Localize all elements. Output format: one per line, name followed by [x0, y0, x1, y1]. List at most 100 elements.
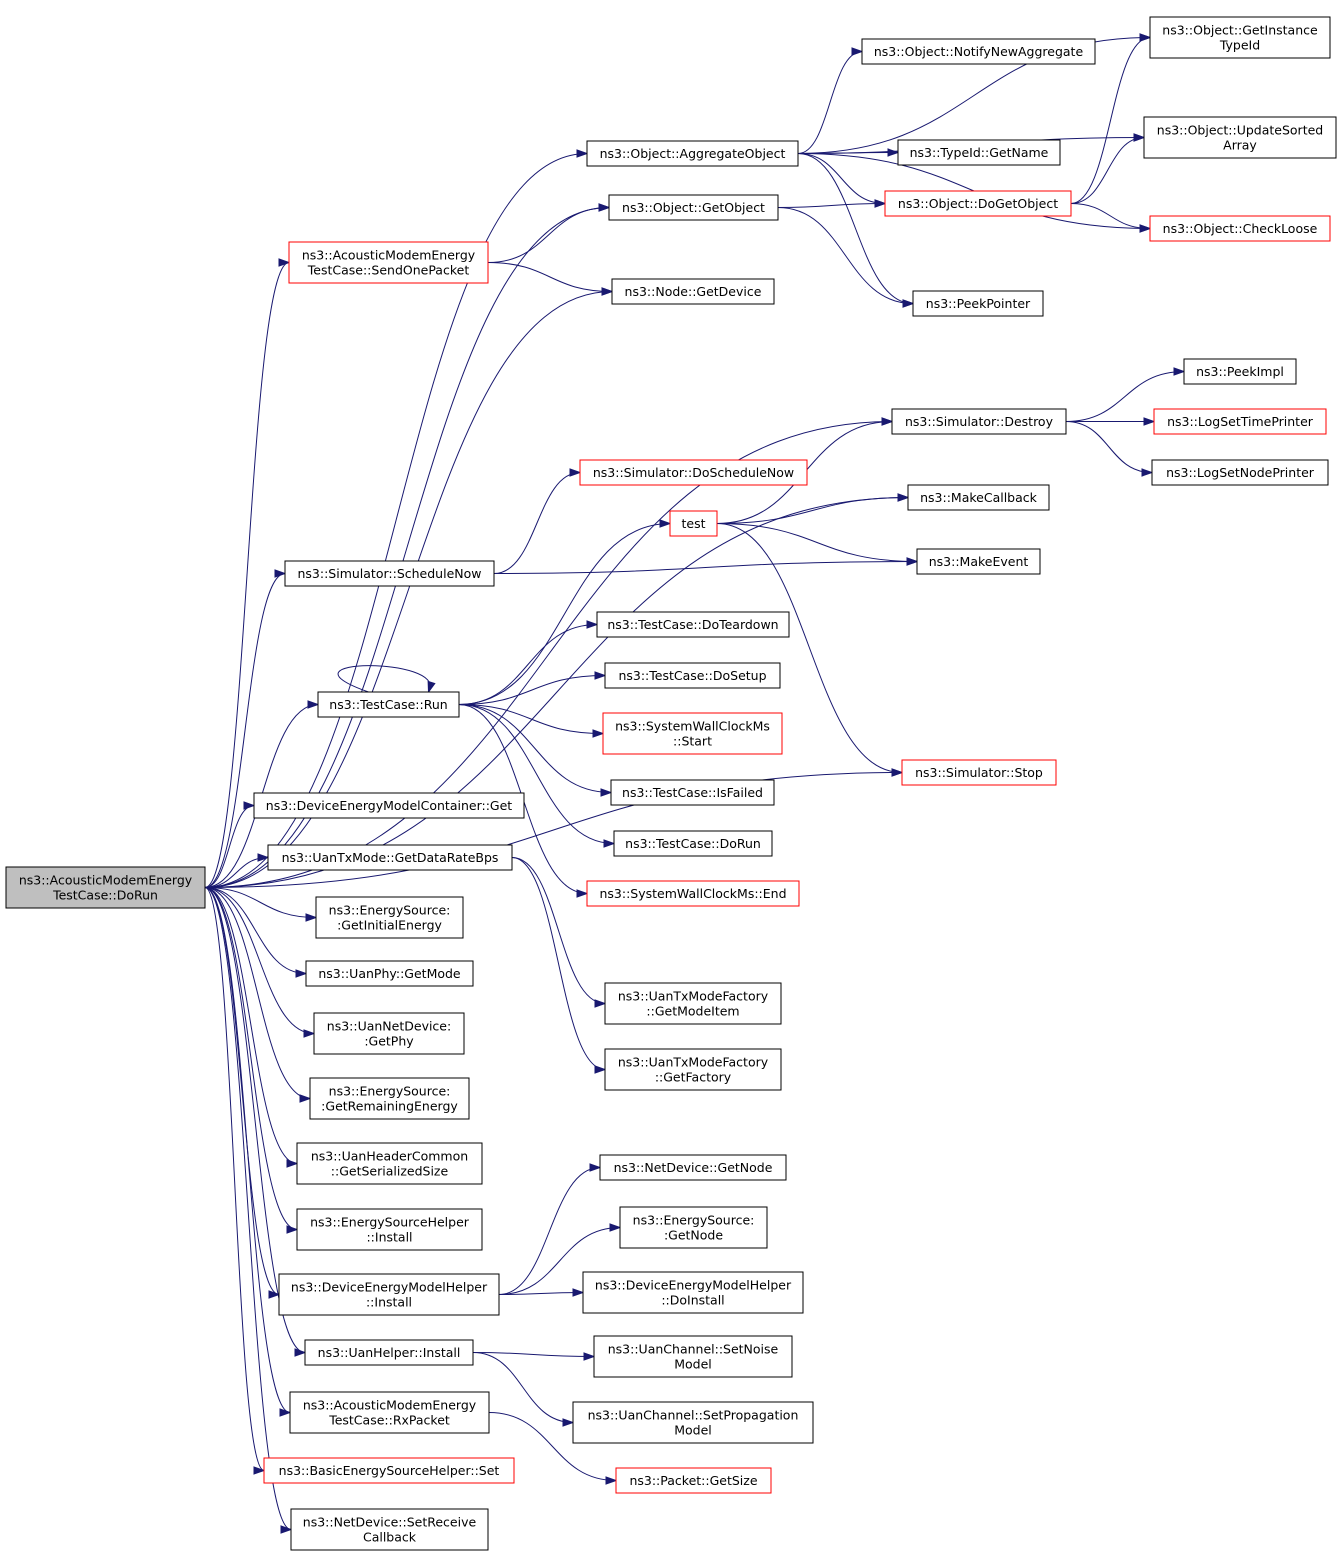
- edge-sim-destroy-to-log-set-node-printer: [1065, 421, 1153, 473]
- node-label: ::GetFactory: [655, 1070, 732, 1085]
- node-type-id-get-name[interactable]: ns3::TypeId::GetName: [897, 139, 1061, 166]
- edge-arrowhead: [576, 149, 589, 158]
- edge-aggregate-object-to-do-get-object: [797, 153, 886, 204]
- edge-send-one-packet-to-get-object: [487, 207, 610, 263]
- edge-arrowhead: [603, 839, 616, 848]
- edge-arrowhead: [1133, 133, 1146, 142]
- node-get-remaining-energy[interactable]: ns3::EnergySource::GetRemainingEnergy: [309, 1077, 470, 1120]
- node-label: ns3::UanTxModeFactory: [618, 989, 769, 1004]
- node-wall-clock-end[interactable]: ns3::SystemWallClockMs::End: [586, 880, 800, 907]
- node-get-data-rate-bps[interactable]: ns3::UanTxMode::GetDataRateBps: [267, 844, 513, 871]
- node-label: ns3::UanChannel::SetNoise: [608, 1342, 779, 1357]
- node-peek-impl[interactable]: ns3::PeekImpl: [1183, 358, 1297, 385]
- node-rx-packet[interactable]: ns3::AcousticModemEnergyTestCase::RxPack…: [289, 1391, 490, 1434]
- node-aggregate-object[interactable]: ns3::Object::AggregateObject: [586, 140, 799, 167]
- node-energy-source-get-node[interactable]: ns3::EnergySource::GetNode: [619, 1206, 768, 1249]
- node-do-run[interactable]: ns3::TestCase::DoRun: [613, 830, 773, 857]
- node-is-failed[interactable]: ns3::TestCase::IsFailed: [610, 779, 775, 806]
- node-box: [305, 960, 474, 987]
- node-demc-get[interactable]: ns3::DeviceEnergyModelContainer::Get: [253, 792, 525, 819]
- node-box: [611, 278, 775, 305]
- edge-root-to-set-receive-callback: [204, 887, 292, 1530]
- node-do-get-object[interactable]: ns3::Object::DoGetObject: [884, 190, 1072, 217]
- edge-arrowhead: [279, 1408, 292, 1417]
- node-label: :GetNode: [664, 1228, 723, 1243]
- node-test[interactable]: test: [669, 510, 718, 537]
- node-box: [610, 779, 775, 806]
- node-node-get-device[interactable]: ns3::Node::GetDevice: [611, 278, 775, 305]
- node-label: ::Install: [366, 1295, 412, 1310]
- node-notify-new-aggregate[interactable]: ns3::Object::NotifyNewAggregate: [861, 38, 1096, 65]
- node-label: :GetRemainingEnergy: [321, 1099, 458, 1114]
- edge-root-to-basic-energy-set: [204, 887, 265, 1471]
- node-box: [290, 1508, 489, 1551]
- node-demh-do-install[interactable]: ns3::DeviceEnergyModelHelper::DoInstall: [582, 1271, 804, 1314]
- edge-schedule-now-to-do-schedule-now: [493, 472, 581, 574]
- node-schedule-now[interactable]: ns3::Simulator::ScheduleNow: [284, 560, 495, 587]
- node-label: ns3::UanHeaderCommon: [311, 1149, 468, 1164]
- node-label: ns3::DeviceEnergyModelHelper: [291, 1280, 488, 1295]
- edge-arrowhead: [600, 788, 613, 797]
- node-test-case-run[interactable]: ns3::TestCase::Run: [317, 691, 460, 718]
- node-make-callback[interactable]: ns3::MakeCallback: [907, 484, 1050, 511]
- node-basic-energy-set[interactable]: ns3::BasicEnergySourceHelper::Set: [263, 1457, 515, 1484]
- edge-do-get-object-to-update-sorted-array: [1070, 137, 1145, 204]
- edge-arrowhead: [601, 287, 614, 296]
- node-box: [596, 611, 790, 638]
- node-packet-get-size[interactable]: ns3::Packet::GetSize: [615, 1467, 772, 1494]
- node-label: ns3::Simulator::DoScheduleNow: [593, 465, 794, 480]
- node-box: [284, 560, 495, 587]
- node-send-one-packet[interactable]: ns3::AcousticModemEnergyTestCase::SendOn…: [288, 241, 489, 284]
- node-make-event[interactable]: ns3::MakeEvent: [916, 548, 1041, 575]
- node-wall-clock-start[interactable]: ns3::SystemWallClockMs::Start: [602, 712, 783, 755]
- node-label: TestCase::DoRun: [52, 888, 158, 903]
- edge-arrowhead: [589, 1163, 602, 1172]
- edge-aggregate-object-to-notify-new-aggregate: [797, 51, 863, 154]
- node-do-setup[interactable]: ns3::TestCase::DoSetup: [604, 662, 781, 689]
- edge-arrowhead: [1139, 224, 1152, 233]
- node-log-set-node-printer[interactable]: ns3::LogSetNodePrinter: [1151, 459, 1329, 486]
- node-box: [608, 194, 779, 221]
- node-uan-helper-install[interactable]: ns3::UanHelper::Install: [304, 1339, 474, 1366]
- node-do-schedule-now[interactable]: ns3::Simulator::DoScheduleNow: [579, 459, 808, 486]
- edge-arrowhead: [278, 258, 291, 267]
- node-net-device-get-node[interactable]: ns3::NetDevice::GetNode: [599, 1154, 787, 1181]
- node-box: [579, 459, 808, 486]
- node-get-serialized-size[interactable]: ns3::UanHeaderCommon::GetSerializedSize: [296, 1142, 483, 1185]
- edge-root-to-send-one-packet: [204, 262, 290, 888]
- node-peek-pointer[interactable]: ns3::PeekPointer: [912, 290, 1044, 317]
- node-sim-stop[interactable]: ns3::Simulator::Stop: [901, 759, 1057, 786]
- node-box: [604, 982, 782, 1025]
- node-label: ns3::BasicEnergySourceHelper::Set: [279, 1463, 500, 1478]
- node-box: [582, 1271, 804, 1314]
- node-box: [1183, 358, 1297, 385]
- node-uan-net-device-get-phy[interactable]: ns3::UanNetDevice::GetPhy: [313, 1012, 465, 1055]
- edge-arrowhead: [286, 1159, 299, 1168]
- node-get-factory[interactable]: ns3::UanTxModeFactory::GetFactory: [604, 1048, 782, 1091]
- node-get-initial-energy[interactable]: ns3::EnergySource::GetInitialEnergy: [315, 896, 464, 939]
- edge-get-object-to-do-get-object: [777, 203, 886, 208]
- node-energy-source-helper-install[interactable]: ns3::EnergySourceHelper::Install: [296, 1208, 483, 1251]
- node-demh-install[interactable]: ns3::DeviceEnergyModelHelper::Install: [278, 1273, 500, 1316]
- node-log-set-time-printer[interactable]: ns3::LogSetTimePrinter: [1153, 408, 1327, 435]
- node-do-teardown[interactable]: ns3::TestCase::DoTeardown: [596, 611, 790, 638]
- edge-do-get-object-to-check-loose: [1070, 203, 1151, 229]
- node-uan-phy-get-mode[interactable]: ns3::UanPhy::GetMode: [305, 960, 474, 987]
- node-get-mode-item[interactable]: ns3::UanTxModeFactory::GetModeItem: [604, 982, 782, 1025]
- node-get-object[interactable]: ns3::Object::GetObject: [608, 194, 779, 221]
- nodes-layer: ns3::AcousticModemEnergyTestCase::DoRunn…: [5, 16, 1337, 1551]
- node-box: [289, 1391, 490, 1434]
- node-sim-destroy[interactable]: ns3::Simulator::Destroy: [891, 408, 1067, 435]
- node-label: ns3::DeviceEnergyModelHelper: [595, 1278, 792, 1293]
- edge-arrowhead: [598, 203, 611, 212]
- node-box: [604, 1048, 782, 1091]
- node-box: [267, 844, 513, 871]
- node-check-loose[interactable]: ns3::Object::CheckLoose: [1149, 215, 1331, 242]
